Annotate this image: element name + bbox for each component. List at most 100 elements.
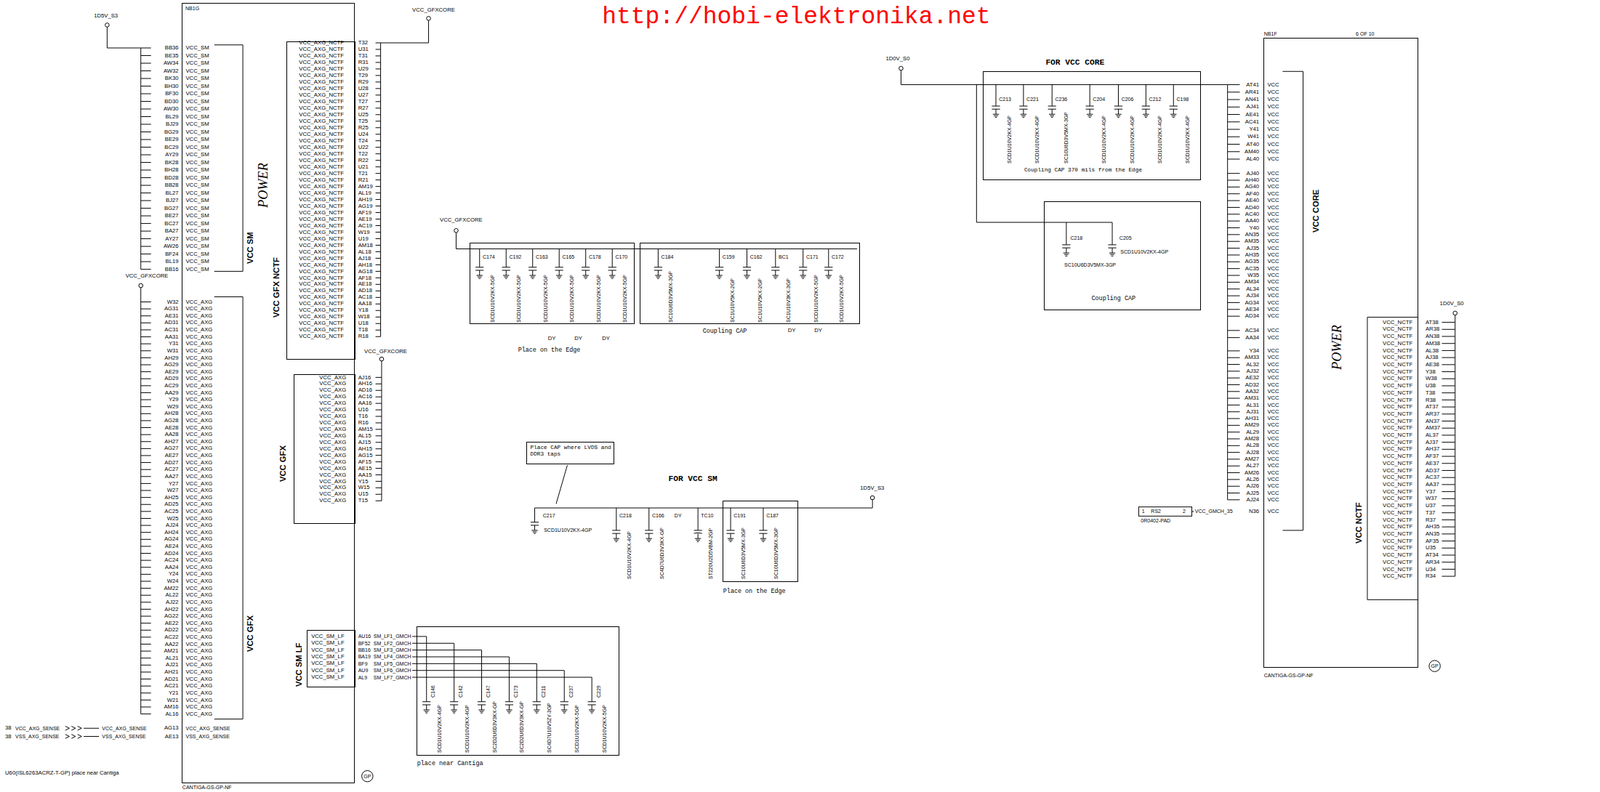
pin-number: AJ16 (358, 375, 372, 381)
pin-stub (375, 74, 381, 76)
pin-stub (141, 223, 152, 224)
node-text: POWER (1330, 324, 1344, 371)
pin-number: Y38 (1425, 369, 1436, 376)
part-value: SCD1U10V2KX-4GP (626, 531, 632, 580)
pin-number: AE38 (1425, 362, 1440, 368)
part-value: SCD1U10V2KX-5GP (543, 274, 549, 323)
pin-number: AN35 (1425, 531, 1440, 538)
pin-stub (141, 455, 152, 456)
pin-stub (375, 42, 381, 43)
pin-number: AC21 (164, 683, 179, 690)
ref-designator: C170 (614, 254, 628, 260)
pin-number: W37 (1425, 495, 1438, 502)
pin-stub (375, 383, 382, 385)
pin-name: VCC_AXG_NCTF (298, 138, 344, 144)
cap-group: FOR VCC CORECoupling CAP 370 mils from t… (982, 71, 1201, 181)
pin-stub (375, 428, 382, 430)
pin-stub (141, 78, 152, 80)
pin-number: AC40 (1245, 211, 1260, 218)
pin-number: U27 (358, 92, 369, 99)
capacitor-symbol (1114, 85, 1123, 118)
pin-name: VCC_AXG (185, 334, 213, 341)
pin-stub (141, 657, 152, 659)
capacitor-symbol (824, 249, 833, 280)
pin-number: AW30 (163, 106, 179, 112)
ref-designator: BC1 (778, 254, 789, 260)
pin-stub (375, 416, 382, 418)
pin-name: VCC_AXG (185, 306, 213, 312)
pin-stub (141, 146, 152, 148)
part-value: SCD1U10V2KX-5GP (601, 705, 607, 754)
pin-name: VCC_SM (185, 129, 209, 136)
pin-number: R27 (358, 105, 369, 112)
node-text: 6 OF 10 (1355, 31, 1374, 37)
pin-name: VCC_AXG (319, 400, 347, 407)
capacitor-symbol (581, 249, 590, 280)
pin-stub (375, 218, 381, 220)
pin-number: AN41 (1245, 96, 1260, 103)
pin-name: VCC_NCTF (1382, 489, 1413, 496)
pin-name: VCC_AXG (185, 516, 213, 522)
ref-designator: C147 (485, 685, 491, 698)
pin-number: BE35 (165, 53, 179, 59)
pin-stub (1441, 477, 1455, 479)
part-value: SCD1U10V2KX-5GP (622, 274, 628, 323)
pin-name: VCC_NCTF (1382, 552, 1413, 559)
pin-number: AH35 (1425, 524, 1440, 530)
pin-number: BL19 (165, 258, 179, 265)
ref-designator: C192 (508, 254, 522, 260)
pin-stub (375, 107, 381, 109)
pin-number: AM22 (163, 585, 179, 592)
part-value: SC10U6D3V5MX-3GP (740, 527, 746, 580)
pin-number: AD21 (164, 676, 179, 683)
pin-name: VCC_AXG_NCTF (298, 327, 344, 333)
power-wire (455, 232, 858, 249)
part-value: SCD1U10V2KX-4GP (1034, 115, 1040, 164)
pin-name: VCC_AXG (185, 425, 213, 432)
pin-number: R18 (358, 333, 369, 340)
pin-number: AL38 (1425, 348, 1439, 355)
pin-name: VCC_NCTF (1382, 538, 1413, 545)
pin-stub (375, 212, 381, 213)
pin-stub (1227, 445, 1241, 447)
pin-name: VCC (1267, 422, 1279, 429)
pin-number: AE29 (165, 369, 179, 376)
pin-number: U21 (358, 164, 369, 171)
pin-number: BD28 (164, 175, 179, 182)
pin-number: Y34 (1248, 348, 1260, 355)
pin-name: VCC_SM (185, 220, 209, 227)
pin-stub (141, 497, 152, 498)
pin-stub (375, 396, 382, 398)
pin-number: AH22 (164, 606, 179, 613)
pin-number: W31 (167, 348, 179, 355)
power-flag (379, 356, 384, 362)
pin-number: AH35 (1245, 252, 1260, 259)
pin-stub (141, 434, 152, 436)
power-flag (105, 23, 110, 28)
pin-name: VCC_AXG (319, 497, 347, 504)
ref-designator: C237 (568, 685, 574, 698)
part-value: SCD1U10V2KX-4GP (436, 705, 442, 754)
pin-number: AM33 (1244, 354, 1260, 361)
node-text: VCC GFX (279, 445, 288, 482)
pin-stub (375, 310, 381, 312)
pin-number: AA22 (165, 641, 179, 648)
pin-stub (1441, 561, 1455, 563)
pin-name: VCC_AXG_NCTF (298, 300, 344, 307)
pin-stub (1227, 431, 1241, 433)
pin-name: VCC_NCTF (1382, 383, 1413, 389)
leader-line (556, 465, 568, 504)
part-value: SC1U10V5KX-2GP (729, 278, 735, 323)
capacitor-symbol (505, 657, 514, 714)
pin-name: VCC_NCTF (1382, 495, 1413, 502)
pin-number: AH21 (164, 669, 179, 676)
pin-number: AG40 (1244, 183, 1260, 190)
pin-stub (141, 329, 152, 331)
pin-stub (141, 47, 152, 48)
pin-name: VCC_NCTF (1382, 510, 1413, 517)
pin-name: VCC_AXG_NCTF (298, 190, 344, 197)
part-value: SCD1U10V2KX-5GP (813, 274, 819, 323)
pin-number: AE34 (1245, 306, 1260, 313)
pin-name: VCC_AXG (319, 459, 347, 466)
pin-name: VCC_AXG_NCTF (298, 164, 344, 171)
